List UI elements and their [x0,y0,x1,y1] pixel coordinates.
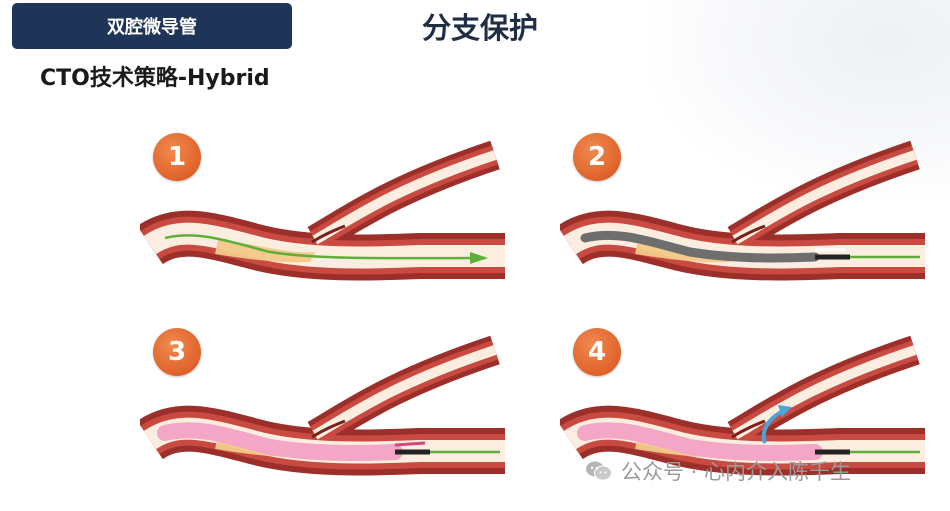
step-4-panel: 4 [560,325,940,505]
carina [731,419,766,439]
vessel-illustration [140,140,505,281]
carina [311,224,346,244]
page-subtitle: CTO技术策略-Hybrid [40,66,270,91]
step-2-panel: 2 [560,130,940,310]
side-wire-arrow [778,405,792,417]
vessel-illustration [140,335,505,476]
step-badge: 4 [573,328,621,376]
watermark: 公众号 · 心内介入陈千生 [585,455,851,487]
guidewire-arrow [470,252,488,264]
watermark-text: 公众号 · 心内介入陈千生 [621,460,852,484]
wechat-icon [585,460,613,482]
guidewire [164,234,486,260]
page-title: 分支保护 [421,11,538,45]
step-1-panel: 1 [140,130,520,310]
topic-tag: 双腔微导管 [12,3,292,49]
step-badge: 1 [153,133,201,181]
balloon [157,422,403,461]
carina [311,419,346,439]
step-3-panel: 3 [140,325,520,505]
exit-port [394,441,426,447]
balloon [577,422,823,461]
microcatheter [580,230,820,263]
carina [731,224,766,244]
vessel-illustration [560,140,925,281]
vessel-illustration [560,335,925,476]
step-badge: 2 [573,133,621,181]
step-badge: 3 [153,328,201,376]
